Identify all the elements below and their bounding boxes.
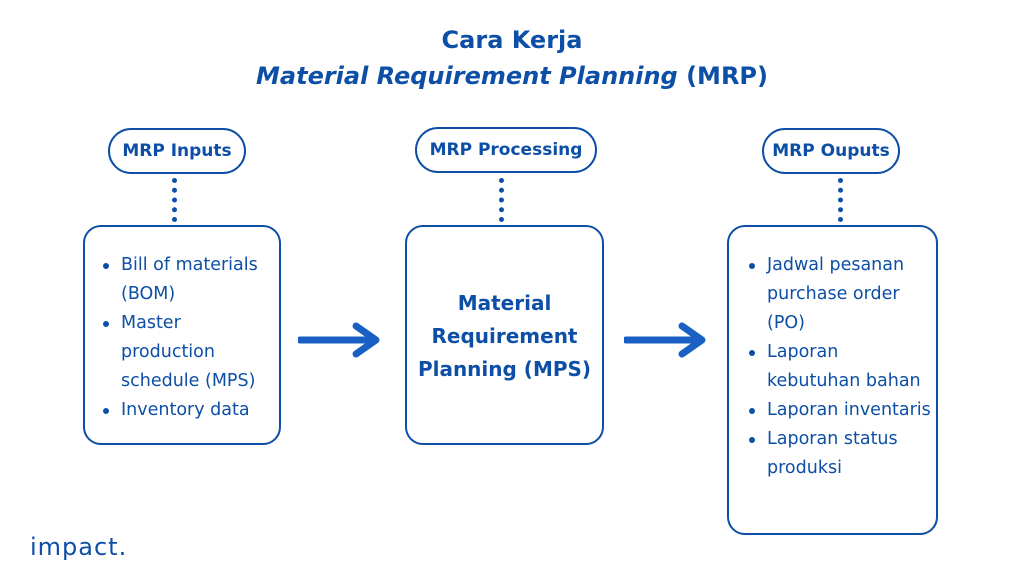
outputs-list-item: Laporan inventaris [743, 396, 935, 425]
stage-processing-label: MRP Processing [415, 127, 597, 173]
stage-outputs-box: Jadwal pesanan purchase order (PO) Lapor… [727, 225, 938, 535]
connector-outputs [838, 178, 843, 222]
bullet-icon [103, 263, 109, 269]
diagram-title-line1: Cara Kerja [441, 26, 583, 54]
stage-inputs-label: MRP Inputs [108, 128, 246, 174]
bullet-icon [749, 437, 755, 443]
inputs-item-text: Master production schedule (MPS) [121, 313, 256, 391]
outputs-item-text: Laporan status produksi [767, 429, 898, 478]
outputs-list-item: Jadwal pesanan purchase order (PO) [743, 251, 935, 338]
inputs-list-item: Master production schedule (MPS) [97, 309, 277, 396]
processing-text-line: Planning (MPS) [417, 357, 592, 381]
processing-text-line: Requirement [431, 324, 578, 348]
outputs-item-text: Jadwal pesanan purchase order (PO) [767, 255, 905, 333]
diagram-title-italic: Material Requirement Planning [256, 62, 678, 90]
outputs-list-item: Laporan status produksi [743, 425, 935, 483]
connector-inputs [172, 178, 177, 222]
stage-processing-box: Material Requirement Planning (MPS) [405, 225, 604, 445]
processing-text-line: Material [457, 291, 552, 315]
bullet-icon [749, 408, 755, 414]
arrow-right-icon [624, 322, 706, 358]
impact-logo: impact. [30, 533, 128, 561]
bullet-icon [103, 408, 109, 414]
outputs-list: Jadwal pesanan purchase order (PO) Lapor… [743, 251, 935, 483]
inputs-list-item: Inventory data [97, 396, 277, 425]
bullet-icon [103, 321, 109, 327]
outputs-item-text: Laporan kebutuhan bahan [767, 342, 921, 391]
arrow-right-icon [298, 322, 380, 358]
bullet-icon [749, 263, 755, 269]
outputs-list-item: Laporan kebutuhan bahan [743, 338, 935, 396]
bullet-icon [749, 350, 755, 356]
stage-outputs-label: MRP Ouputs [762, 128, 900, 174]
diagram-title-line2: Material Requirement Planning (MRP) [0, 62, 1024, 90]
inputs-list: Bill of materials (BOM) Master productio… [97, 251, 277, 425]
stage-inputs-box: Bill of materials (BOM) Master productio… [83, 225, 281, 445]
inputs-list-item: Bill of materials (BOM) [97, 251, 277, 309]
diagram-title-suffix: (MRP) [677, 62, 768, 90]
inputs-item-text: Bill of materials (BOM) [121, 255, 258, 304]
connector-processing [499, 178, 504, 222]
outputs-item-text: Laporan inventaris [767, 400, 931, 420]
inputs-item-text: Inventory data [121, 400, 250, 420]
